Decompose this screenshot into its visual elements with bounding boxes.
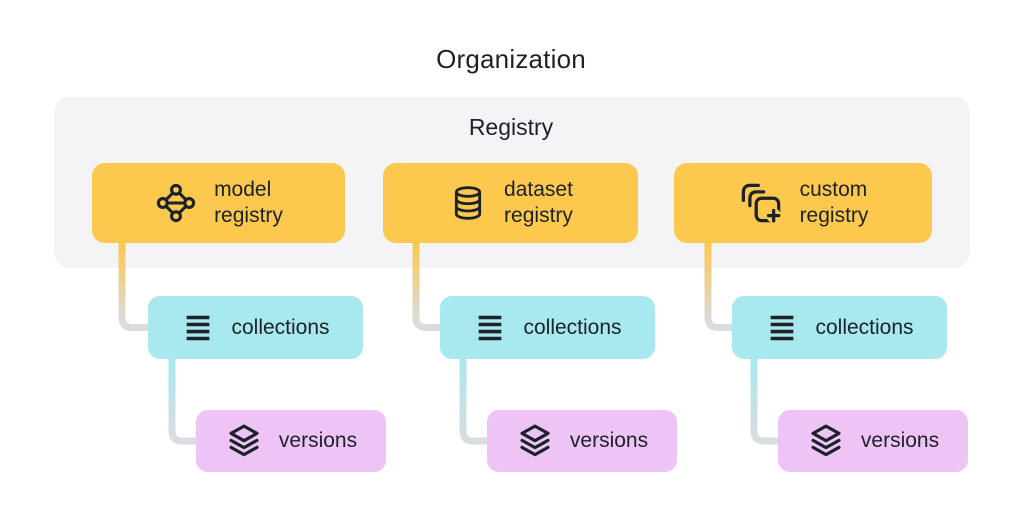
connector-dataset-to-collections <box>412 243 444 331</box>
layers-stack-icon <box>520 424 550 457</box>
registry-group-label: Registry <box>468 114 554 140</box>
collections-label: collections <box>231 315 330 339</box>
model-registry-icon <box>156 183 196 223</box>
collections-node-1: collections <box>148 296 363 359</box>
custom-registry-node: custom registry <box>674 163 932 243</box>
collections-label: collections <box>815 315 914 339</box>
custom-registry-label: custom registry <box>799 178 869 227</box>
versions-label: versions <box>278 429 358 452</box>
list-icon <box>187 315 210 340</box>
collections-label: collections <box>523 315 622 339</box>
layers-stack-icon <box>811 424 841 457</box>
collections-node-2: collections <box>440 296 655 359</box>
versions-label: versions <box>569 429 649 452</box>
connector-collections-to-versions-2 <box>459 359 491 445</box>
versions-node-3: versions <box>778 410 968 472</box>
connector-model-to-collections <box>118 243 152 331</box>
connector-collections-to-versions-3 <box>750 359 782 445</box>
layers-stack-icon <box>229 424 259 457</box>
versions-node-2: versions <box>487 410 677 472</box>
database-icon <box>454 186 482 220</box>
model-registry-node: model registry <box>92 163 345 243</box>
dataset-registry-node: dataset registry <box>383 163 638 243</box>
organization-title: Organization <box>436 44 586 74</box>
list-icon <box>479 315 502 340</box>
copies-plus-icon <box>741 183 781 223</box>
connector-collections-to-versions-1 <box>168 359 200 445</box>
collections-node-3: collections <box>732 296 947 359</box>
dataset-registry-label: dataset registry <box>504 178 573 227</box>
versions-label: versions <box>860 429 940 452</box>
list-icon <box>771 315 794 340</box>
model-registry-label: model registry <box>214 178 283 227</box>
versions-node-1: versions <box>196 410 386 472</box>
connector-custom-to-collections <box>704 243 736 331</box>
